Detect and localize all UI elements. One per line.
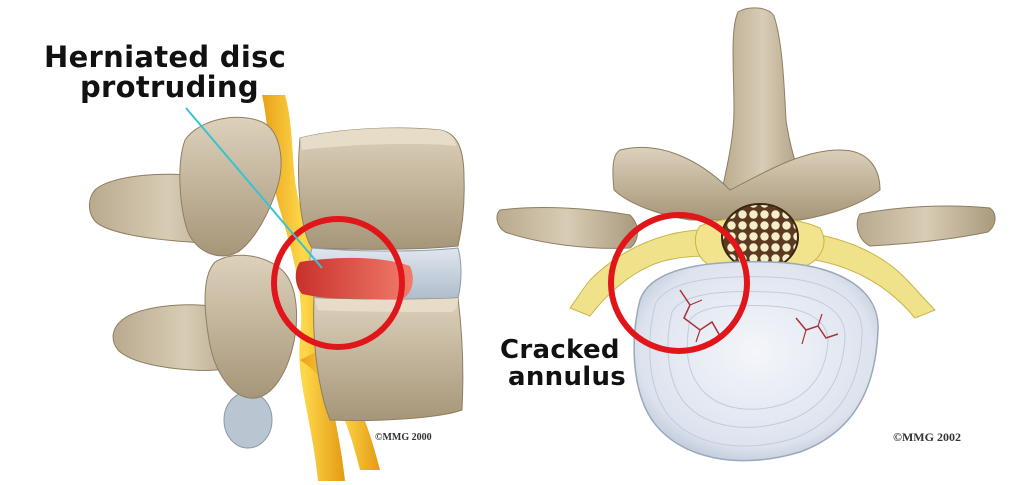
upper-lamina <box>179 116 282 257</box>
spine-side-view <box>88 95 465 481</box>
herniated-label-line1: Herniated disc <box>44 40 287 74</box>
lamina-arch <box>612 146 881 221</box>
transverse-process-left <box>496 207 638 249</box>
cracked-annulus-label: Cracked annulus <box>500 335 627 393</box>
lower-vertebral-body <box>313 297 464 422</box>
copyright-left: ©MMG 2000 <box>375 432 432 443</box>
spinal-cord-cross-section <box>721 203 799 271</box>
herniated-disc-bulge <box>295 257 413 301</box>
herniation-highlight-circle <box>271 216 405 350</box>
transverse-process-right <box>856 205 996 247</box>
cracked-label-line1: Cracked <box>500 335 620 365</box>
lower-endplate <box>314 298 458 312</box>
herniated-label-line2: protruding <box>80 70 259 105</box>
facet-joint-lower <box>223 391 273 449</box>
upper-endplate <box>300 128 456 150</box>
herniation-pointer-line <box>185 107 323 269</box>
vertebra-top-view <box>496 7 996 462</box>
nerve-branch <box>300 350 380 470</box>
annular-crack-left <box>679 289 721 337</box>
nerve-root-right <box>789 231 936 319</box>
nerve-root-left <box>569 229 716 317</box>
lower-lamina <box>204 254 298 399</box>
annulus-highlight-circle <box>608 212 750 354</box>
herniated-disc-label: Herniated disc protruding <box>44 42 286 103</box>
cracked-label-line2: annulus <box>508 362 627 393</box>
copyright-right: ©MMG 2002 <box>893 430 961 444</box>
